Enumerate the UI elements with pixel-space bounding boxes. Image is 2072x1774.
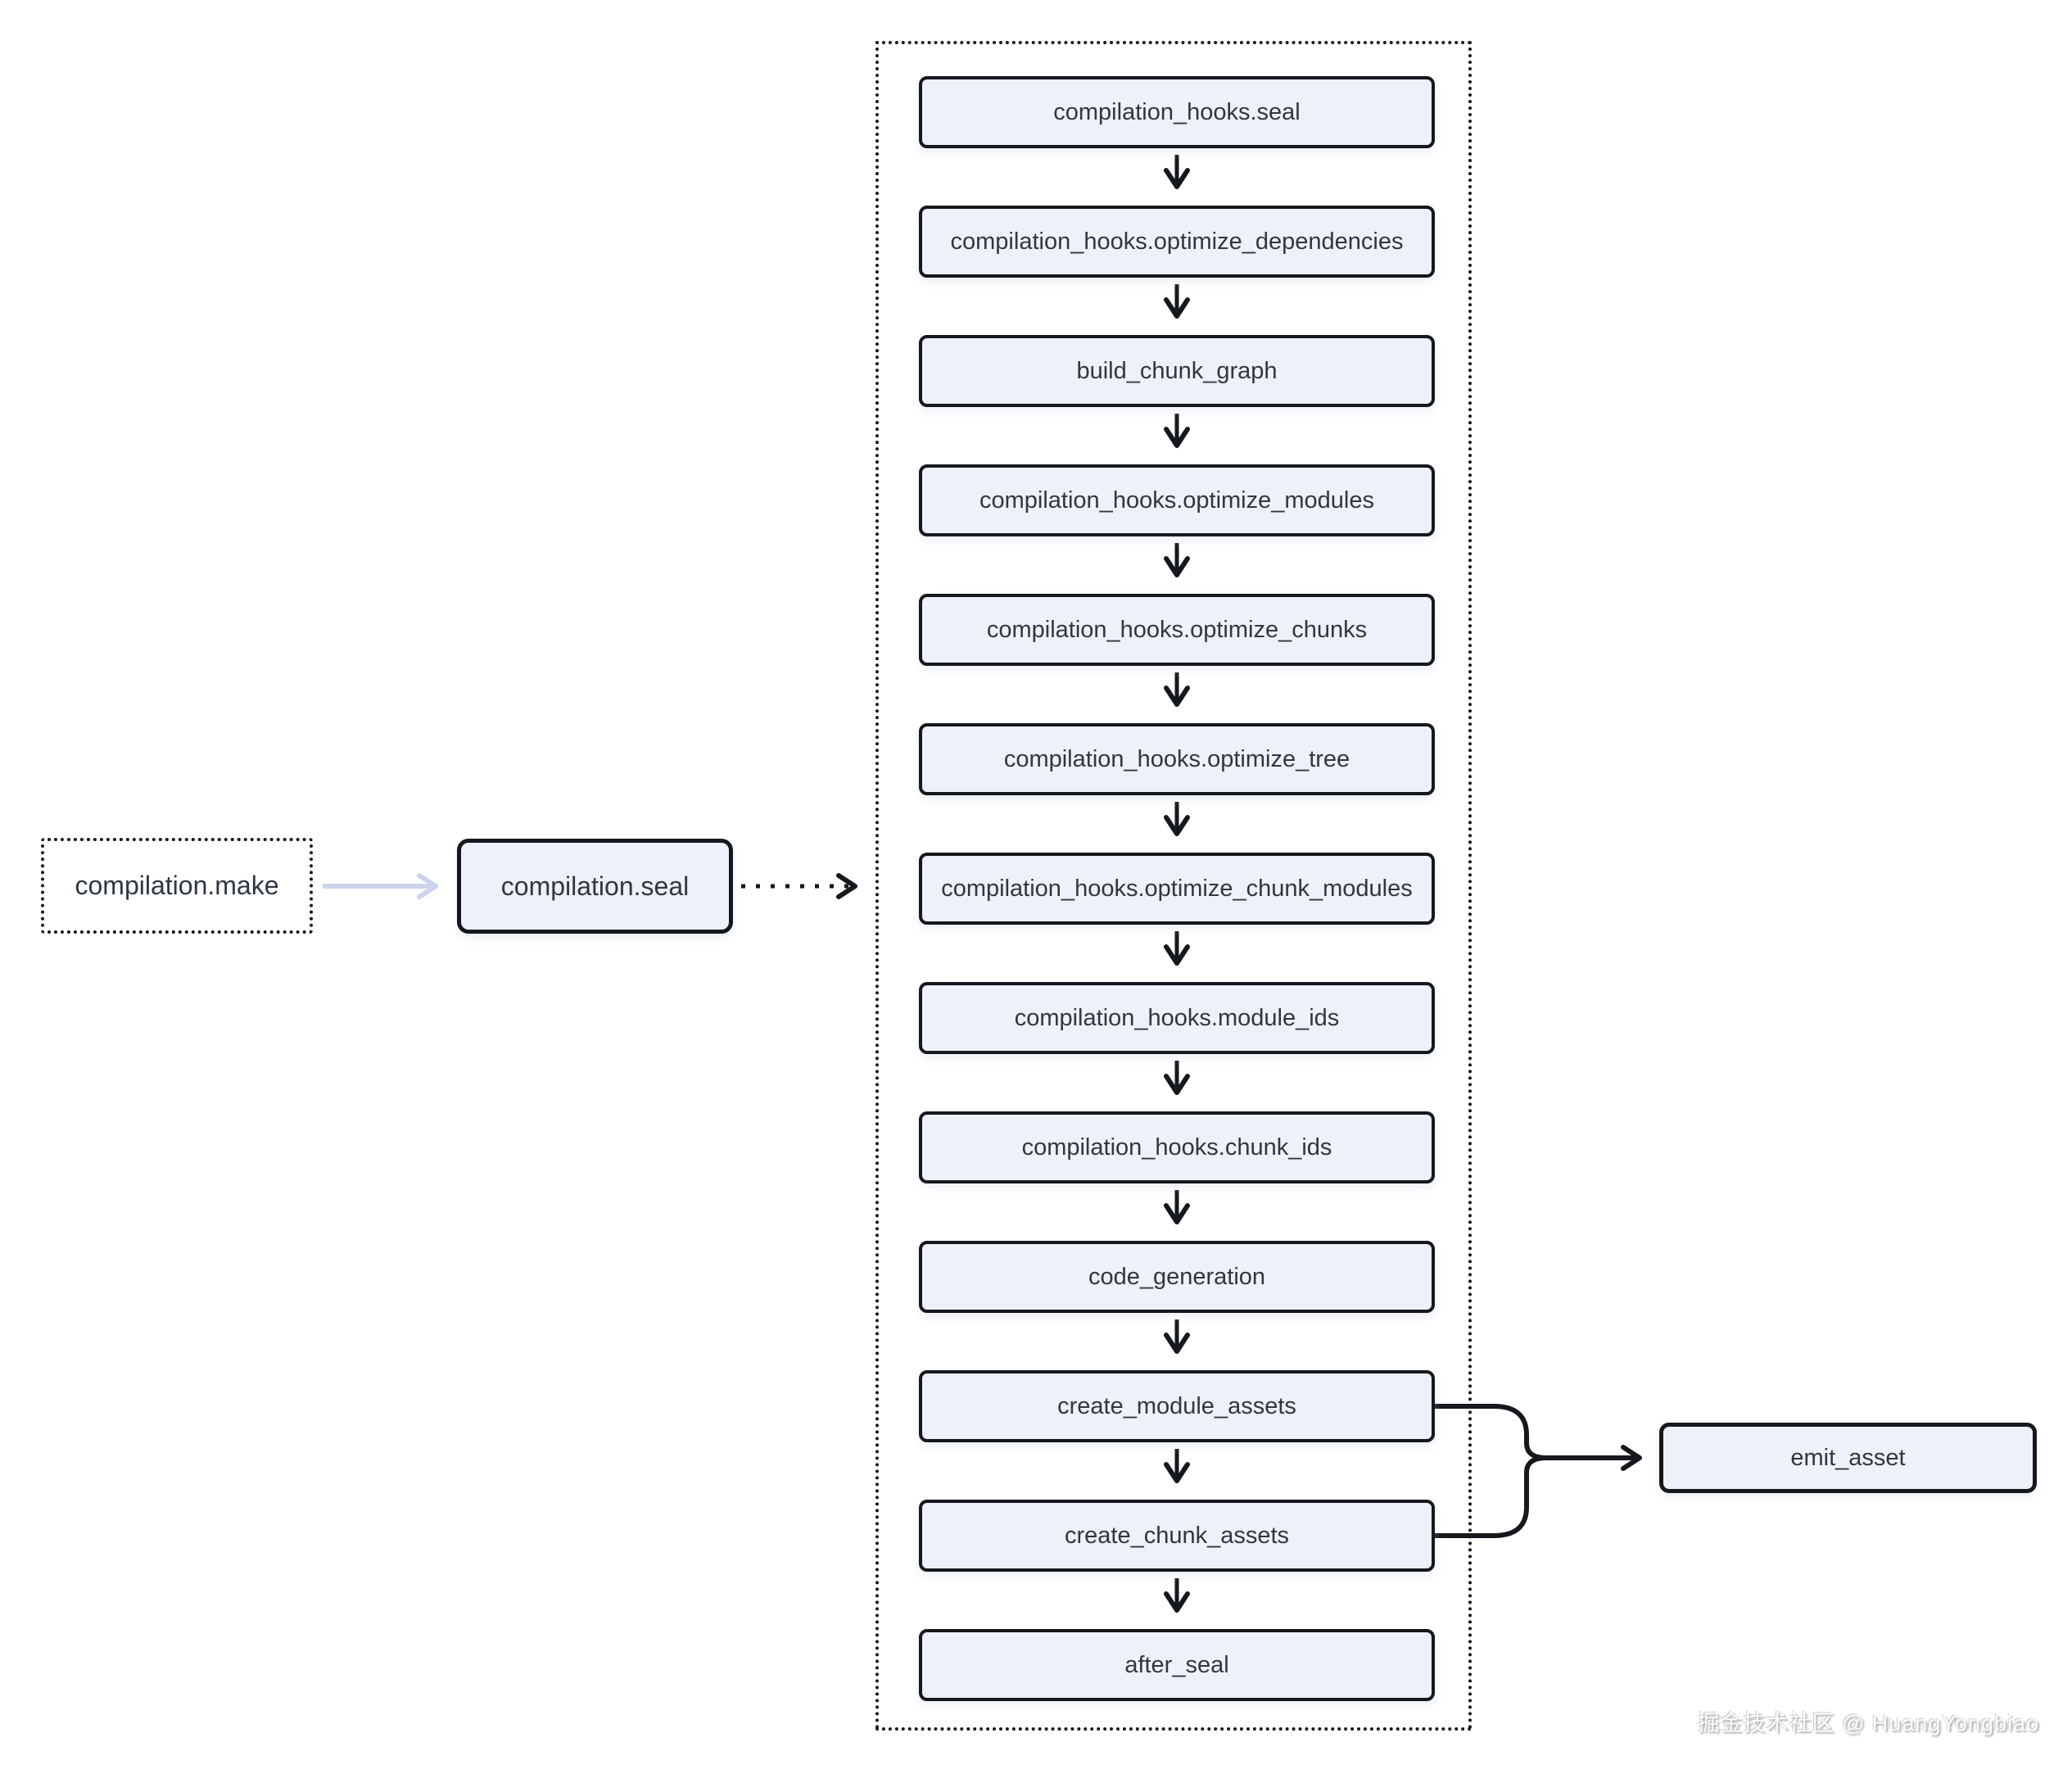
step-label: compilation_hooks.chunk_ids [1021, 1134, 1332, 1161]
node-chunk-ids: compilation_hooks.chunk_ids [919, 1111, 1435, 1183]
node-emit-asset: emit_asset [1659, 1423, 2037, 1493]
step-label: compilation_hooks.optimize_modules [979, 486, 1374, 514]
node-compilation-make: compilation.make [41, 838, 313, 934]
step-label: create_module_assets [1057, 1392, 1296, 1419]
node-compilation-hooks-seal: compilation_hooks.seal [919, 76, 1435, 148]
seal-pipeline-container [875, 41, 1472, 1731]
node-optimize-tree: compilation_hooks.optimize_tree [919, 723, 1435, 795]
node-code-generation: code_generation [919, 1241, 1435, 1313]
step-label: compilation_hooks.optimize_chunk_modules [941, 875, 1413, 902]
node-optimize-modules: compilation_hooks.optimize_modules [919, 464, 1435, 536]
node-compilation-seal-label: compilation.seal [500, 871, 690, 901]
step-label: compilation_hooks.optimize_tree [1003, 745, 1350, 772]
node-create-chunk-assets: create_chunk_assets [919, 1500, 1435, 1572]
step-label: build_chunk_graph [1076, 357, 1278, 384]
node-after-seal: after_seal [919, 1629, 1435, 1701]
step-label: compilation_hooks.optimize_chunks [986, 616, 1368, 643]
node-compilation-make-label: compilation.make [75, 871, 279, 900]
step-label: compilation_hooks.seal [1053, 98, 1301, 125]
step-label: compilation_hooks.optimize_dependencies [950, 228, 1404, 255]
node-optimize-chunk-modules: compilation_hooks.optimize_chunk_modules [919, 853, 1435, 925]
step-label: create_chunk_assets [1064, 1522, 1290, 1549]
node-module-ids: compilation_hooks.module_ids [919, 982, 1435, 1054]
step-label: after_seal [1124, 1651, 1229, 1678]
node-build-chunk-graph: build_chunk_graph [919, 335, 1435, 407]
step-label: compilation_hooks.module_ids [1014, 1004, 1340, 1031]
node-emit-asset-label: emit_asset [1790, 1444, 1906, 1471]
step-label: code_generation [1088, 1263, 1266, 1290]
watermark-text: 掘金技术社区 @ HuangYongbiao [1697, 1711, 2039, 1736]
node-compilation-seal: compilation.seal [457, 839, 733, 934]
node-optimize-chunks: compilation_hooks.optimize_chunks [919, 594, 1435, 666]
node-optimize-dependencies: compilation_hooks.optimize_dependencies [919, 206, 1435, 278]
node-create-module-assets: create_module_assets [919, 1370, 1435, 1442]
